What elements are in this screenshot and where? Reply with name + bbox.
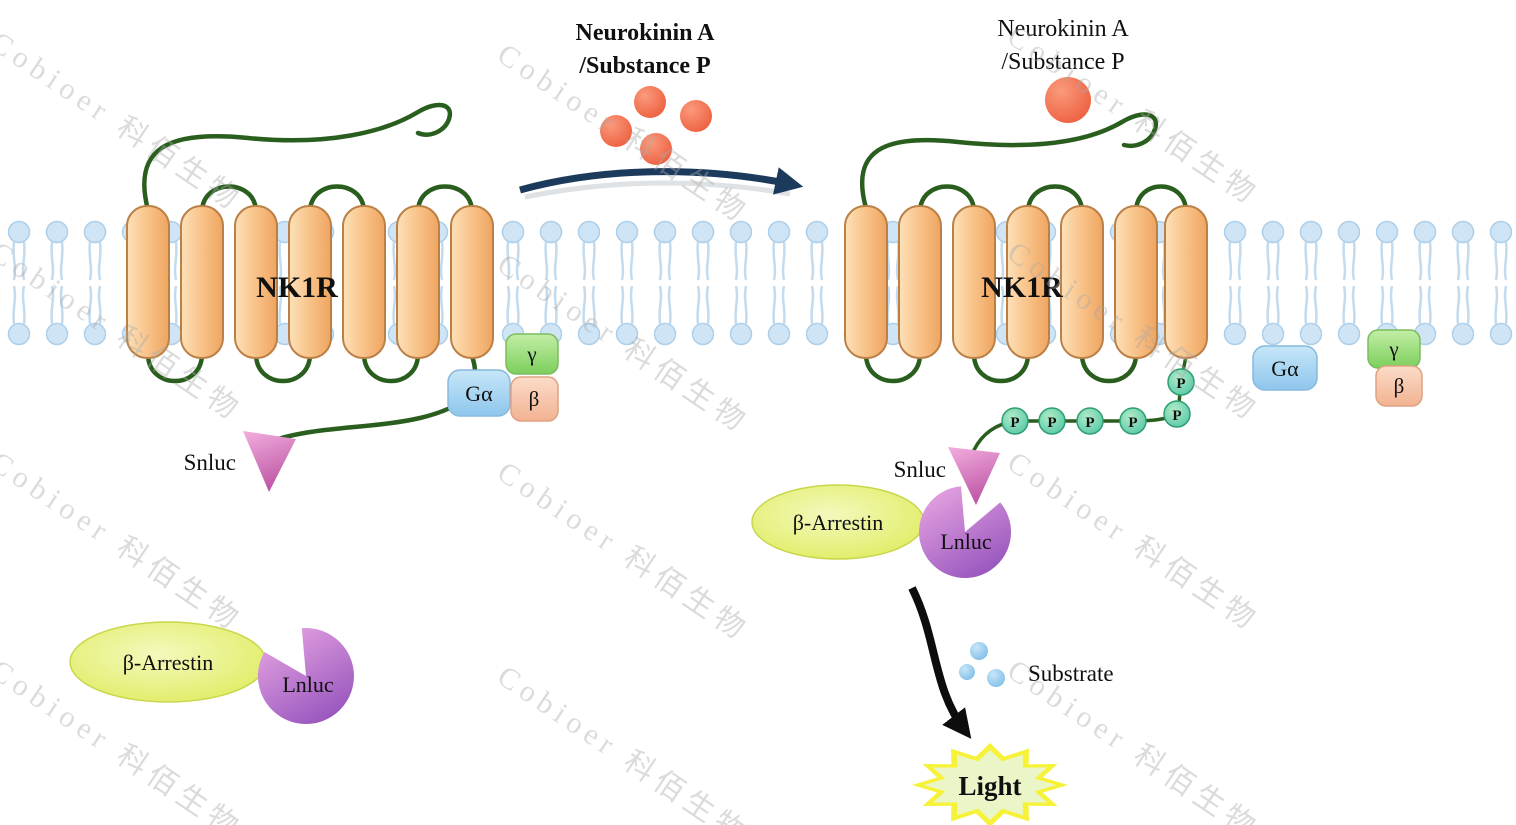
phosphate-label: P xyxy=(1085,415,1094,431)
extracellular-loop xyxy=(1133,184,1189,215)
snluc-tag-left xyxy=(243,431,296,492)
snluc-tag-right xyxy=(948,447,1000,505)
ligand-label-right-line2: /Substance P xyxy=(1001,49,1124,75)
beta-subunit-left xyxy=(510,376,559,422)
intracellular-loop xyxy=(361,351,421,384)
extracellular-loop xyxy=(415,184,475,215)
phosphate-circle xyxy=(1038,407,1066,435)
beta-subunit-right xyxy=(1375,365,1423,407)
tm-helix xyxy=(450,205,494,359)
intracellular-loop xyxy=(863,351,923,384)
receptor-label-right: NK1R xyxy=(981,271,1063,304)
tm-helix xyxy=(844,205,888,359)
tm-helix xyxy=(1114,205,1158,359)
lnluc-label-left: Lnluc xyxy=(282,672,334,697)
phosphate-label: P xyxy=(1010,415,1019,431)
receptor-label-left: NK1R xyxy=(256,271,338,304)
tm-helix xyxy=(1060,205,1104,359)
ligand-ball xyxy=(600,115,632,147)
bound-ligand-ball xyxy=(1045,77,1091,123)
gamma-subunit-left xyxy=(505,333,559,375)
n-terminus-loop xyxy=(142,102,453,213)
substrate-ball xyxy=(970,642,988,660)
beta-label-left: β xyxy=(529,387,540,411)
left-receptor-helices xyxy=(126,205,494,359)
right-receptor xyxy=(859,112,1189,452)
n-terminus-loop xyxy=(859,112,1159,211)
intracellular-loop xyxy=(145,351,205,384)
phosphate-circle xyxy=(1167,368,1195,396)
starburst-inner xyxy=(924,750,1056,820)
substrate-molecules xyxy=(959,642,1005,687)
lnluc-label-right: Lnluc xyxy=(940,529,992,554)
phosphate-label: P xyxy=(1176,376,1185,392)
intracellular-loop xyxy=(1079,351,1139,384)
ligand-ball xyxy=(680,100,712,132)
tm-helix xyxy=(234,205,278,359)
phosphate-circle xyxy=(1119,407,1147,435)
tm-helix xyxy=(180,205,224,359)
ligand-title-line2: /Substance P xyxy=(578,53,710,79)
snluc-label-left: Snluc xyxy=(184,450,236,475)
phosphate-label: P xyxy=(1172,408,1181,424)
ligand-molecules xyxy=(600,86,712,165)
extracellular-loop xyxy=(307,184,367,215)
beta-label-right: β xyxy=(1394,374,1405,398)
light-label: Light xyxy=(958,771,1021,801)
extracellular-loop xyxy=(199,184,259,215)
c-terminus-tail xyxy=(269,353,478,444)
tm-helix xyxy=(396,205,440,359)
intracellular-loop xyxy=(971,351,1031,384)
snluc-label-right: Snluc xyxy=(894,457,946,482)
ligand-title-line1: Neurokinin A xyxy=(576,20,716,46)
phosphorylation-sites: P P P P P P xyxy=(1001,368,1195,435)
membrane-bilayer xyxy=(0,218,1516,348)
light-burst: Light xyxy=(912,743,1068,825)
g-alpha-label-right: Gα xyxy=(1271,356,1299,381)
substrate-ball xyxy=(987,669,1005,687)
left-receptor xyxy=(142,102,478,444)
ligand-ball xyxy=(634,86,666,118)
phosphate-label: P xyxy=(1047,415,1056,431)
tm-helix xyxy=(1006,205,1050,359)
g-alpha-subunit-left xyxy=(447,369,511,417)
beta-arrestin-label-left: β-Arrestin xyxy=(123,650,214,675)
arrow-shadow xyxy=(524,180,791,200)
g-alpha-label-left: Gα xyxy=(465,381,493,406)
ligand-ball xyxy=(640,133,672,165)
tm-helix xyxy=(126,205,170,359)
tm-helix xyxy=(1164,205,1208,359)
ligand-label-right-line1: Neurokinin A xyxy=(997,16,1129,42)
phosphate-label: P xyxy=(1128,415,1137,431)
beta-arrestin-label-right: β-Arrestin xyxy=(793,510,884,535)
phosphate-circle xyxy=(1163,400,1191,428)
tm-helix xyxy=(342,205,386,359)
lnluc-fragment-right xyxy=(919,486,1012,579)
luminescence-arrow xyxy=(908,586,972,739)
substrate-label: Substrate xyxy=(1028,661,1114,686)
tm-helix xyxy=(898,205,942,359)
right-receptor-helices xyxy=(844,205,1208,359)
tm-helix xyxy=(952,205,996,359)
tm-helix xyxy=(288,205,332,359)
activation-arrow xyxy=(519,167,804,195)
extracellular-loop xyxy=(1025,184,1085,215)
intracellular-loop xyxy=(253,351,313,384)
substrate-ball xyxy=(959,664,975,680)
gamma-label-right: γ xyxy=(1388,337,1398,361)
lnluc-fragment-left xyxy=(257,628,354,725)
gamma-label-left: γ xyxy=(526,342,536,366)
phosphate-circle xyxy=(1001,407,1029,435)
phosphate-circle xyxy=(1076,407,1104,435)
g-alpha-subunit-right xyxy=(1252,345,1318,391)
phospho-c-terminus-tail xyxy=(972,354,1188,452)
extracellular-loop xyxy=(917,184,977,215)
